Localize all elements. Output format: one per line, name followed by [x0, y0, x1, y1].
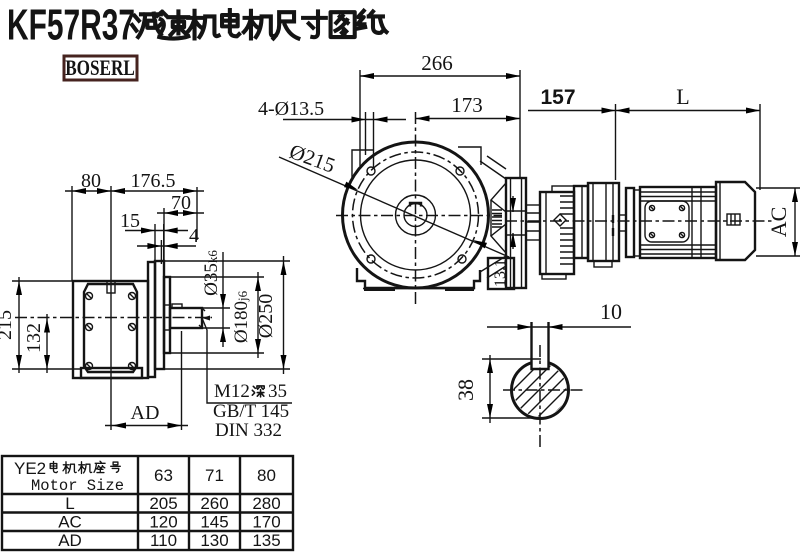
svg-text:80: 80 [257, 466, 276, 485]
svg-text:10: 10 [600, 299, 622, 324]
svg-text:110: 110 [150, 531, 177, 550]
svg-text:AC: AC [58, 513, 82, 532]
svg-text:BOSERL: BOSERL [65, 56, 135, 81]
svg-text:Ø35k6: Ø35k6 [201, 250, 222, 296]
svg-text:70: 70 [171, 192, 191, 214]
svg-text:13.1: 13.1 [492, 259, 509, 287]
svg-text:Ø250: Ø250 [255, 294, 277, 338]
svg-text:173: 173 [451, 93, 483, 117]
svg-text:120: 120 [149, 513, 177, 532]
svg-text:4-Ø13.5: 4-Ø13.5 [258, 98, 324, 120]
svg-text:GB/T 145: GB/T 145 [213, 401, 289, 422]
svg-text:205: 205 [149, 494, 177, 513]
svg-text:280: 280 [252, 494, 280, 513]
svg-text:4: 4 [189, 225, 199, 247]
svg-text:63: 63 [154, 466, 173, 485]
svg-text:L: L [676, 84, 689, 109]
svg-text:130: 130 [200, 531, 228, 550]
svg-text:AC: AC [766, 207, 791, 238]
svg-text:38: 38 [453, 379, 478, 401]
svg-text:YE2: YE2 [14, 459, 46, 478]
svg-text:35: 35 [268, 381, 287, 402]
svg-text:15: 15 [120, 210, 140, 232]
svg-text:L: L [65, 494, 74, 513]
svg-text:176.5: 176.5 [131, 170, 176, 192]
svg-text:215: 215 [0, 310, 16, 340]
svg-text:132: 132 [23, 323, 45, 353]
svg-text:DIN 332: DIN 332 [215, 420, 282, 441]
svg-text:Ø180j6: Ø180j6 [231, 290, 252, 343]
svg-text:135: 135 [252, 531, 280, 550]
svg-text:170: 170 [252, 513, 280, 532]
svg-text:M12: M12 [214, 381, 250, 402]
svg-text:266: 266 [421, 51, 453, 75]
svg-text:145: 145 [200, 513, 228, 532]
svg-text:AD: AD [58, 531, 82, 550]
svg-text:AD: AD [131, 402, 160, 424]
svg-text:KF57R37: KF57R37 [7, 0, 135, 49]
svg-text:80: 80 [81, 170, 101, 192]
svg-text:260: 260 [200, 494, 228, 513]
svg-text:157: 157 [540, 86, 575, 109]
svg-text:Motor Size: Motor Size [31, 477, 124, 495]
svg-text:71: 71 [205, 466, 224, 485]
